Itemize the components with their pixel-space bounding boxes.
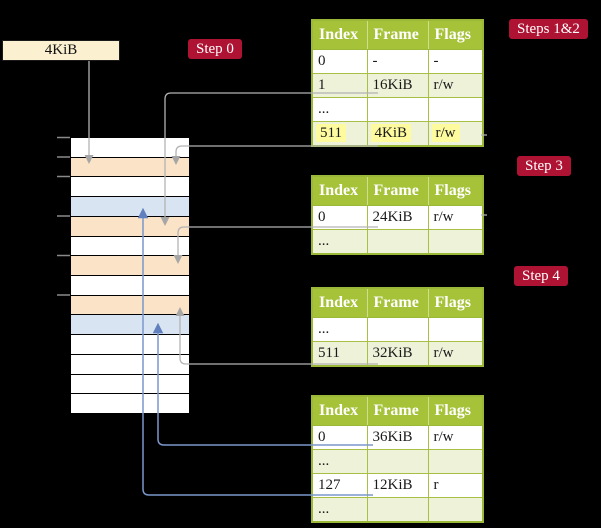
table-row: 0 36KiB r/w <box>311 425 484 450</box>
pte-flags: r/w <box>431 124 460 142</box>
table-row: 1 16KiB r/w <box>311 73 484 98</box>
memory-frame-row <box>71 394 189 414</box>
memory-frame-row <box>71 295 189 316</box>
pte-flags: - <box>433 53 439 69</box>
pte-index: 0 <box>318 429 326 445</box>
pte-frame: 16KiB <box>372 77 413 93</box>
pte-index: 0 <box>318 209 326 225</box>
page-table-step-3: Index Frame Flags 0 24KiB r/w ... <box>311 175 484 255</box>
pte-index: ... <box>318 453 330 469</box>
step-0-label: Step 0 <box>188 39 242 59</box>
table-row: ... <box>311 229 484 255</box>
pte-index: 511 <box>318 345 340 361</box>
memory-frame-row <box>71 236 189 257</box>
memory-frame-row <box>71 354 189 375</box>
memory-frame-row <box>71 256 189 277</box>
pte-index: 511 <box>316 124 346 142</box>
physical-memory-strip <box>70 137 190 414</box>
memory-frame-row <box>71 216 189 237</box>
table-row: 511 32KiB r/w <box>311 341 484 367</box>
memory-frame-row <box>71 157 189 178</box>
page-size-box: 4KiB <box>2 40 120 61</box>
pte-frame: 4KiB <box>370 124 412 142</box>
pte-index: ... <box>318 321 330 337</box>
pte-index: ... <box>318 101 330 117</box>
column-header: Index <box>312 288 367 318</box>
table-header-row: Index Frame Flags <box>312 176 483 206</box>
table-header-row: Index Frame Flags <box>312 20 483 50</box>
table-row: 127 12KiB r <box>311 473 484 498</box>
column-header: Frame <box>366 288 428 318</box>
column-header: Frame <box>366 20 428 50</box>
table-header-row: Index Frame Flags <box>312 396 483 426</box>
column-header: Flags <box>427 20 483 50</box>
steps-1-2-label: Steps 1&2 <box>509 19 588 39</box>
column-header: Frame <box>366 396 428 426</box>
table-row: 0 24KiB r/w <box>311 205 484 230</box>
table-row: ... <box>311 97 484 122</box>
page-table-step-4: Index Frame Flags ... 511 32KiB r/w <box>311 287 484 367</box>
table-row: ... <box>311 317 484 342</box>
pte-index: ... <box>318 501 330 517</box>
table-header-row: Index Frame Flags <box>312 288 483 318</box>
pte-flags: r/w <box>433 345 454 361</box>
memory-frame-row <box>71 177 189 198</box>
step-4-label: Step 4 <box>514 266 568 286</box>
memory-frame-row <box>71 374 189 395</box>
pte-index: ... <box>318 233 330 249</box>
memory-frame-row <box>71 335 189 355</box>
page-table-leaf: Index Frame Flags 0 36KiB r/w ... 127 12… <box>311 395 484 523</box>
column-header: Frame <box>366 176 428 206</box>
pte-flags: r/w <box>433 77 454 93</box>
pte-frame: 32KiB <box>372 345 413 361</box>
column-header: Index <box>312 396 367 426</box>
page-size-label: 4KiB <box>44 42 78 58</box>
pte-index: 0 <box>318 53 326 69</box>
table-row-highlighted: 511 4KiB r/w <box>311 121 484 147</box>
pte-frame: 12KiB <box>372 477 413 493</box>
pte-frame: - <box>372 53 378 69</box>
page-table-steps-1-2: Index Frame Flags 0 - - 1 16KiB r/w ... … <box>311 19 484 147</box>
column-header: Flags <box>427 176 483 206</box>
memory-frame-row <box>71 138 189 158</box>
pte-index: 127 <box>318 477 341 493</box>
column-header: Flags <box>427 288 483 318</box>
pte-flags: r/w <box>433 209 454 225</box>
table-row: 0 - - <box>311 49 484 74</box>
pte-frame: 36KiB <box>372 429 413 445</box>
column-header: Index <box>312 20 367 50</box>
pte-flags: r/w <box>433 429 454 445</box>
pte-index: 1 <box>318 77 326 93</box>
column-header: Index <box>312 176 367 206</box>
step-3-label: Step 3 <box>517 156 571 176</box>
memory-frame-row <box>71 197 189 217</box>
column-header: Flags <box>427 396 483 426</box>
pte-flags: r <box>433 477 439 493</box>
pte-frame: 24KiB <box>372 209 413 225</box>
memory-frame-row <box>71 315 189 336</box>
arrow-t1-pte511-to-frame-4kib <box>171 145 378 165</box>
frame-boundary-ticks <box>57 136 70 296</box>
table-row: ... <box>311 497 484 523</box>
table-row: ... <box>311 449 484 474</box>
memory-frame-row <box>71 276 189 296</box>
